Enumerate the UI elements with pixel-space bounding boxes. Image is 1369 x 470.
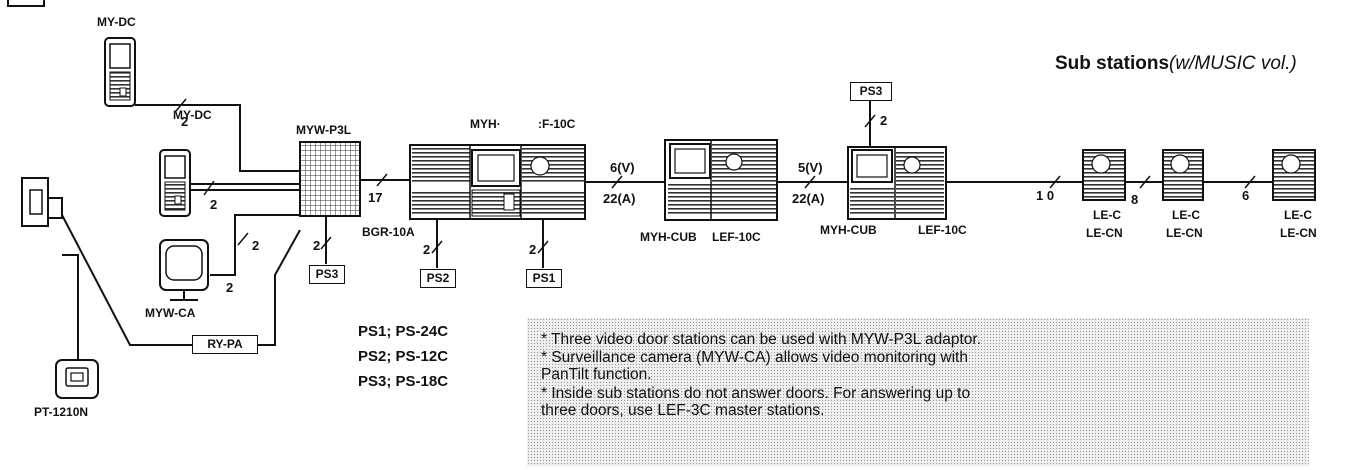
sub-station-2-icon <box>1162 149 1204 201</box>
box-ps3-left: PS3 <box>309 265 345 284</box>
wire-count: 1 0 <box>1036 188 1055 203</box>
label-myw-p3l: MYW-P3L <box>296 123 352 137</box>
wire-count: 6(V) <box>610 160 635 175</box>
wire-count: 2 <box>210 197 218 212</box>
master-station-1-icon <box>409 144 586 220</box>
door-strike-icon <box>21 177 63 227</box>
my-dc-top-icon <box>104 37 136 107</box>
wire-count: 17 <box>368 190 383 205</box>
ps-legend-3: PS3; PS-18C <box>358 373 449 390</box>
label-lef-10c-1: LEF-10C <box>712 230 761 244</box>
note-line: * Inside sub stations do not answer door… <box>541 385 971 402</box>
wire-count: 2 <box>252 238 260 253</box>
note-line: * Three video door stations can be used … <box>541 331 981 348</box>
box-ps2: PS2 <box>420 269 456 288</box>
note-line: PanTilt function. <box>541 366 652 383</box>
my-dc-mid-icon <box>159 149 191 217</box>
wire-count: 6 <box>1242 188 1250 203</box>
label-le-c-2: LE-C <box>1172 208 1200 222</box>
label-le-cn-3: LE-CN <box>1280 226 1317 240</box>
label-le-c-3: LE-C <box>1284 208 1312 222</box>
label-my-dc-top: MY-DC <box>97 15 136 29</box>
box-ry-pa: RY-PA <box>192 335 258 354</box>
box-ps1: PS1 <box>526 269 562 288</box>
label-le-cn-2: LE-CN <box>1166 226 1203 240</box>
sub-stations-title: Sub stations(w/MUSIC vol.) <box>1055 53 1297 75</box>
label-le-c-1: LE-C <box>1093 208 1121 222</box>
wire-count: 2 <box>313 238 321 253</box>
wire-count: 5(V) <box>798 160 823 175</box>
label-myh-cub-2: MYH-CUB <box>820 223 877 237</box>
label-myw-ca: MYW-CA <box>145 306 196 320</box>
wire-count: 2 <box>423 242 431 257</box>
master-station-2-icon <box>664 139 778 221</box>
label-pt-1210n: PT-1210N <box>34 405 89 419</box>
sub-station-3-icon <box>1272 149 1316 201</box>
label-lef-10c-top: :F-10C <box>538 117 576 131</box>
camera-icon <box>159 239 209 301</box>
ps-legend-2: PS2; PS-12C <box>358 348 449 365</box>
transformer-icon <box>55 359 99 399</box>
wire-count: 2 <box>181 114 189 129</box>
label-le-cn-1: LE-CN <box>1086 226 1123 240</box>
note-line: three doors, use LEF-3C master stations. <box>541 402 825 419</box>
wire-count: 8 <box>1131 192 1139 207</box>
ps-legend-1: PS1; PS-24C <box>358 323 449 340</box>
wire-count: 22(A) <box>792 191 825 206</box>
note-line: * Surveillance camera (MYW-CA) allows vi… <box>541 349 968 366</box>
label-bgr-10a: BGR-10A <box>362 225 415 239</box>
master-station-3-icon <box>847 146 947 220</box>
wire-count: 22(A) <box>603 191 636 206</box>
sub-station-1-icon <box>1082 149 1126 201</box>
label-myh: MYH· <box>470 117 501 131</box>
notes-panel: * Three video door stations can be used … <box>527 318 1309 466</box>
adaptor-icon <box>299 141 361 217</box>
wire-count: 2 <box>529 242 537 257</box>
label-my-dc-mid: MY-DC <box>173 108 212 122</box>
title-italic: (w/MUSIC vol.) <box>1169 53 1297 74</box>
title-main: Sub stations <box>1055 53 1170 74</box>
wire-count: 2 <box>226 280 234 295</box>
box-ps3-top: PS3 <box>850 82 892 101</box>
label-lef-10c-2: LEF-10C <box>918 223 967 237</box>
wire-count: 2 <box>880 113 888 128</box>
label-myh-cub-1: MYH-CUB <box>640 230 697 244</box>
